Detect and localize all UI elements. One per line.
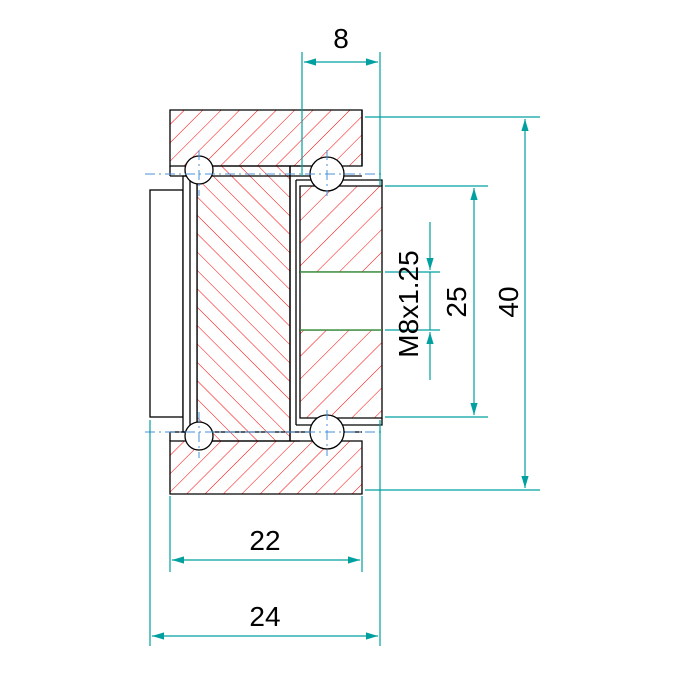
dim-label-25: 25 — [441, 286, 472, 317]
dimension-labels: 8 40 25 M8x1.25 22 24 — [249, 23, 524, 632]
thread-bore — [299, 271, 383, 331]
center-lines — [145, 150, 385, 458]
thread-lines — [300, 271, 382, 331]
inner-ring-upper — [299, 185, 383, 273]
dim-label-40: 40 — [493, 286, 524, 317]
outline-geometry — [149, 110, 383, 442]
dim-label-24: 24 — [249, 601, 280, 632]
dim-label-8: 8 — [333, 23, 349, 54]
side-cap — [149, 189, 184, 418]
wheel-body — [196, 165, 291, 442]
inner-ring-lower — [299, 329, 383, 419]
dimension-lines — [149, 52, 540, 646]
dim-label-thread: M8x1.25 — [393, 250, 424, 357]
sleeve — [289, 165, 300, 442]
dim-label-22: 22 — [249, 525, 280, 556]
